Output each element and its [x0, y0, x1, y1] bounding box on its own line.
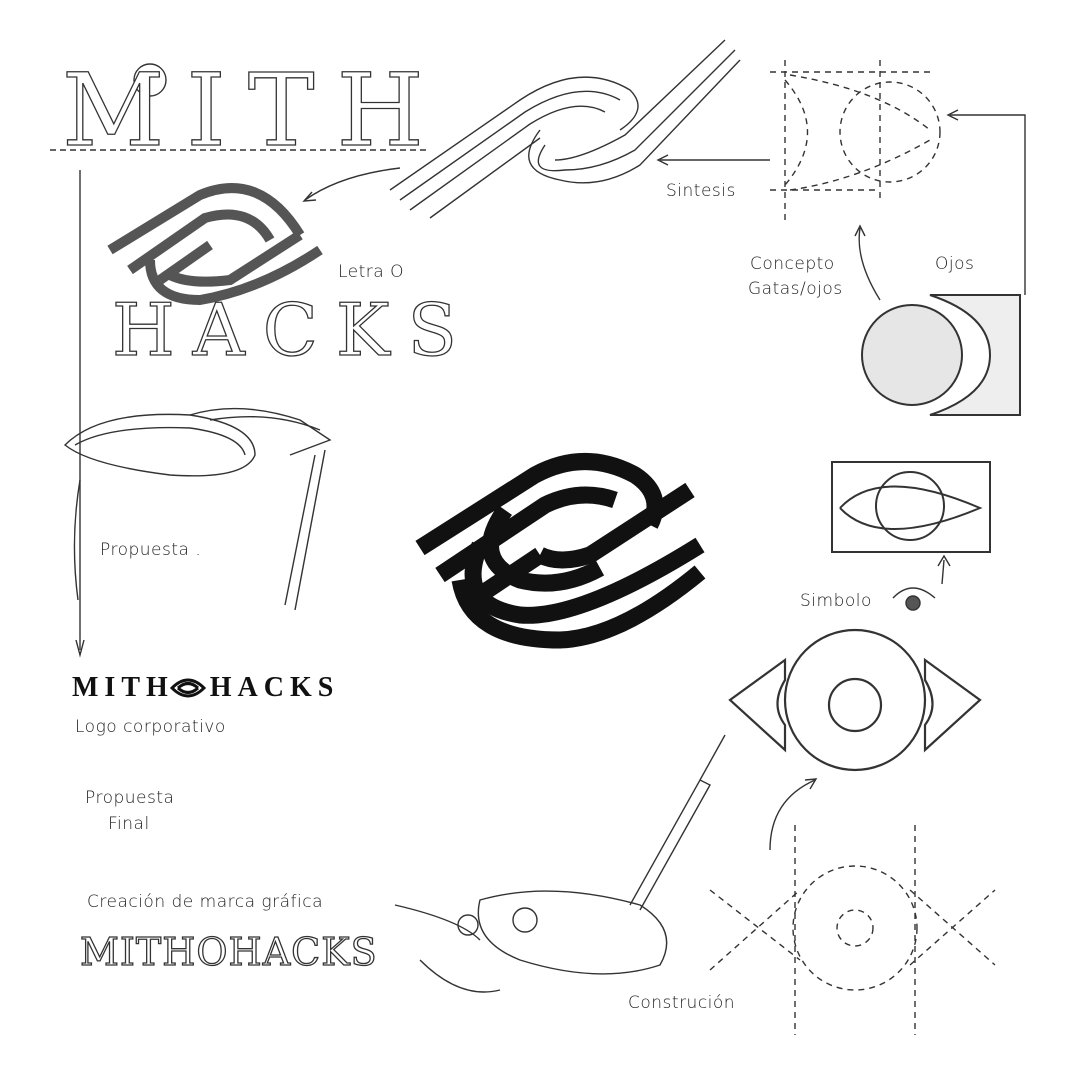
ojos-sketch	[861, 294, 1021, 416]
arrow-head	[946, 109, 959, 121]
label-concepto: Concepto	[750, 254, 835, 274]
title-hacks: HACKS	[111, 287, 475, 372]
arrow-curve	[304, 167, 401, 201]
label-logo-corporativo: Logo corporativo	[75, 717, 226, 737]
small-eye-lid	[892, 587, 936, 599]
label-propuesta: Propuesta .	[100, 540, 202, 560]
label-propuesta-final-2: Final	[108, 814, 150, 834]
pen-tablet-sketch	[394, 734, 726, 993]
logo-eye-icon	[169, 678, 206, 698]
wordmark-outline: MITHOHACKS	[79, 929, 378, 974]
arrow-curve	[769, 779, 816, 851]
guide-circle	[133, 63, 167, 97]
construction-grid	[709, 825, 996, 1035]
connector-line	[950, 114, 1026, 295]
arrow-head	[302, 191, 317, 202]
main-logo-mark	[415, 453, 706, 649]
symbol-drawing	[728, 628, 982, 772]
title-mith: MITH	[61, 51, 446, 169]
arrow-head	[75, 639, 85, 658]
arrow-line	[941, 559, 945, 585]
letter-o-sketch	[107, 183, 323, 306]
label-propuesta-final-1: Propuesta	[85, 788, 175, 808]
label-concepto-sub: Gatas/ojos	[748, 279, 843, 299]
stripes-sketch	[389, 39, 741, 219]
eye-construction-sketch	[770, 60, 941, 225]
label-letra-o: Letra O	[338, 262, 404, 282]
arrow-head	[804, 778, 818, 790]
corporate-logo: MITH HACKS	[72, 672, 339, 704]
label-simbolo: Simbolo	[800, 591, 872, 611]
label-sintesis: Sintesis	[666, 181, 736, 201]
label-creacion: Creación de marca gráfica	[87, 892, 324, 912]
label-ojos: Ojos	[935, 254, 975, 274]
small-eye-pupil	[905, 595, 921, 611]
arrow-head	[854, 224, 866, 237]
arrow-head	[656, 154, 669, 166]
arrow-head	[937, 554, 951, 567]
logo-word-right: HACKS	[209, 672, 340, 703]
arrow-curve	[858, 227, 881, 301]
label-construccion: Construción	[628, 993, 736, 1013]
logo-word-left: MITH	[72, 672, 174, 703]
simbolo-eye-box	[831, 461, 991, 553]
glasses-sketch	[63, 407, 332, 611]
